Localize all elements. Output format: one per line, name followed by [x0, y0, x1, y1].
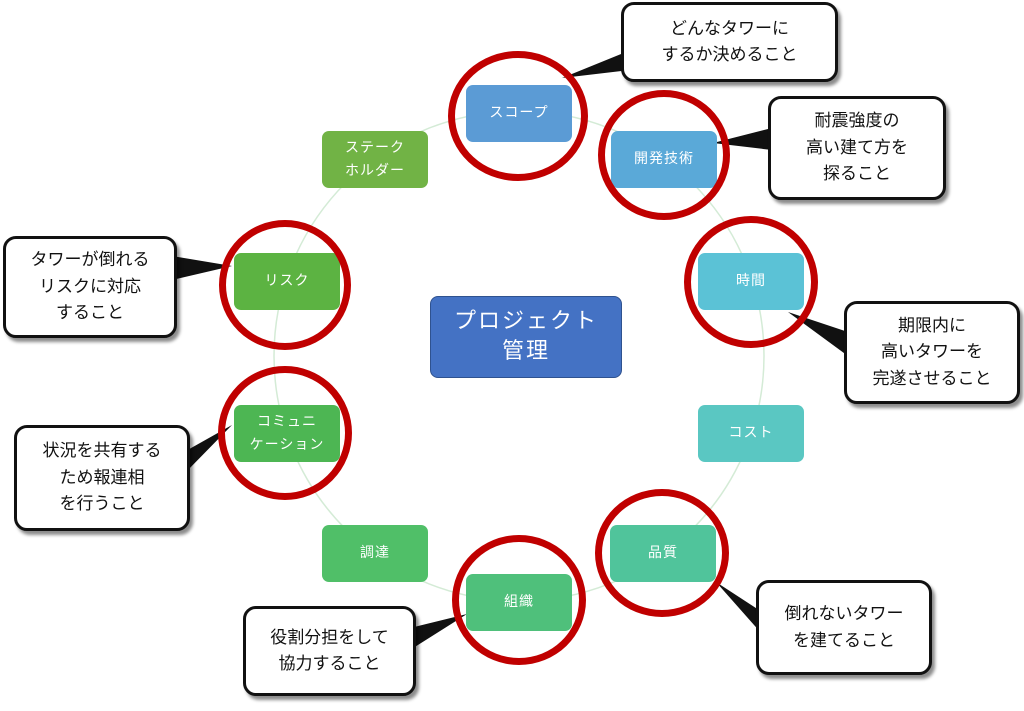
callout-scope-tail	[562, 52, 630, 78]
callout-communication: 状況を共有する ため報連相 を行うこと	[14, 425, 190, 531]
callout-time: 期限内に 高いタワーを 完遂させること	[844, 301, 1020, 404]
center-title-line1: プロジェクト	[453, 309, 598, 335]
highlight-ring-dev-tech	[598, 90, 730, 220]
callout-risk: タワーが倒れる リスクに対応 すること	[3, 236, 177, 338]
callout-organization-text: 役割分担をして 協力すること	[270, 627, 389, 674]
callout-dev-tech: 耐震強度の 高い建て方を 探ること	[768, 96, 946, 200]
highlight-ring-quality	[595, 489, 729, 617]
callout-scope: どんなタワーに するか決めること	[621, 2, 838, 82]
highlight-ring-communication	[218, 366, 352, 500]
node-procurement-label: 調達	[360, 545, 390, 562]
callout-quality: 倒れないタワー を建てること	[756, 580, 932, 675]
node-stakeholder-label: ステーク ホルダー	[345, 140, 405, 179]
highlight-ring-scope	[448, 51, 588, 181]
callout-organization: 役割分担をして 協力すること	[243, 606, 416, 696]
highlight-ring-risk	[219, 220, 351, 350]
callout-risk-tail	[172, 256, 232, 280]
callout-organization-tail	[410, 614, 467, 650]
callout-time-text: 期限内に 高いタワーを 完遂させること	[872, 315, 992, 389]
highlight-ring-organization	[452, 535, 586, 665]
callout-quality-tail	[716, 582, 762, 634]
highlight-ring-time	[684, 216, 818, 348]
node-cost: コスト	[698, 405, 804, 462]
center-node: プロジェクト 管理	[430, 296, 622, 378]
callout-quality-text: 倒れないタワー を建てること	[784, 604, 904, 651]
node-cost-label: コスト	[728, 425, 774, 442]
center-title-line2: 管理	[501, 339, 550, 364]
callout-communication-text: 状況を共有する ため報連相 を行うこと	[42, 441, 162, 515]
node-procurement: 調達	[322, 525, 428, 582]
callout-risk-text: タワーが倒れる リスクに対応 すること	[30, 250, 150, 324]
callout-scope-text: どんなタワーに するか決めること	[661, 18, 798, 65]
callout-dev-tech-text: 耐震強度の 高い建て方を 探ること	[806, 111, 908, 185]
node-stakeholder: ステーク ホルダー	[322, 131, 428, 188]
